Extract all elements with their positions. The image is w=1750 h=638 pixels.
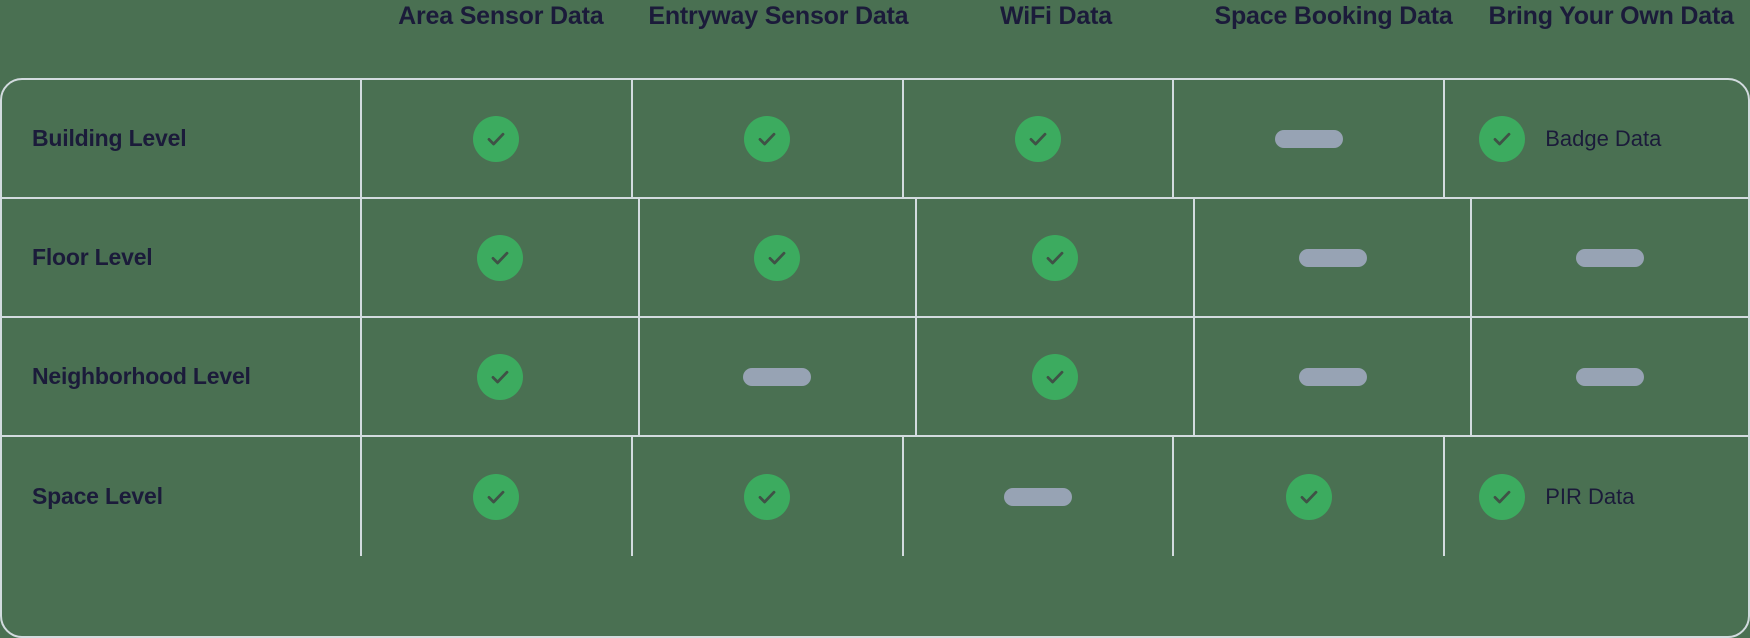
cell-floor-level-area-sensor-data	[362, 199, 640, 316]
cell-building-level-space-booking-data	[1174, 80, 1446, 197]
table-row: Space Level	[2, 437, 1748, 556]
check-circle-icon	[744, 115, 791, 162]
cell-floor-level-wifi-data	[917, 199, 1195, 316]
cell-space-level-entryway-sensor-data	[633, 437, 904, 556]
row-label-building-level: Building Level	[2, 80, 362, 197]
dash-pill-icon	[1576, 367, 1645, 386]
check-circle-icon	[476, 234, 523, 281]
row-label-neighborhood-level: Neighborhood Level	[2, 318, 362, 435]
cell-building-level-bring-your-own-data: Badge Data	[1445, 80, 1748, 197]
cell-building-level-area-sensor-data	[362, 80, 633, 197]
row-label-floor-level: Floor Level	[2, 199, 362, 316]
cell-space-level-bring-your-own-data: PIR Data	[1445, 437, 1748, 556]
check-circle-icon	[1479, 473, 1526, 520]
dash-pill-icon	[1298, 367, 1367, 386]
check-circle-icon	[1479, 115, 1526, 162]
check-circle-icon	[476, 353, 523, 400]
dash-pill-icon	[1274, 129, 1343, 148]
table-row: Building Level	[2, 80, 1748, 199]
table-row: Floor Level	[2, 199, 1748, 318]
check-circle-icon	[1014, 115, 1061, 162]
table-header-row: Area Sensor Data Entryway Sensor Data Wi…	[0, 0, 1750, 78]
cell-floor-level-entryway-sensor-data	[640, 199, 918, 316]
column-header-wifi-data: WiFi Data	[1000, 2, 1112, 30]
check-circle-icon	[754, 234, 801, 281]
table-row: Neighborhood Level	[2, 318, 1748, 437]
cell-neighborhood-level-space-booking-data	[1195, 318, 1473, 435]
check-circle-icon	[473, 473, 520, 520]
check-circle-icon	[473, 115, 520, 162]
table-body: Building Level	[0, 78, 1750, 638]
dash-pill-icon	[1576, 248, 1645, 267]
row-label-space-level: Space Level	[2, 437, 362, 556]
cell-note-pir-data: PIR Data	[1545, 483, 1635, 509]
check-circle-icon	[1031, 353, 1078, 400]
check-circle-icon	[744, 473, 791, 520]
cell-floor-level-space-booking-data	[1195, 199, 1473, 316]
cell-building-level-wifi-data	[904, 80, 1175, 197]
check-circle-icon	[1285, 473, 1332, 520]
cell-space-level-space-booking-data	[1174, 437, 1446, 556]
cell-space-level-wifi-data	[904, 437, 1175, 556]
column-header-area-sensor-data: Area Sensor Data	[398, 2, 604, 30]
dash-pill-icon	[1298, 248, 1367, 267]
cell-neighborhood-level-bring-your-own-data	[1472, 318, 1748, 435]
cell-space-level-area-sensor-data	[362, 437, 633, 556]
cell-building-level-entryway-sensor-data	[633, 80, 904, 197]
cell-neighborhood-level-entryway-sensor-data	[640, 318, 918, 435]
column-header-space-booking-data: Space Booking Data	[1214, 2, 1453, 30]
check-circle-icon	[1031, 234, 1078, 281]
column-header-entryway-sensor-data: Entryway Sensor Data	[648, 2, 909, 30]
dash-pill-icon	[743, 367, 812, 386]
cell-note-badge-data: Badge Data	[1545, 125, 1662, 151]
cell-floor-level-bring-your-own-data	[1472, 199, 1748, 316]
cell-neighborhood-level-wifi-data	[917, 318, 1195, 435]
dash-pill-icon	[1003, 487, 1072, 506]
column-header-bring-your-own-data: Bring Your Own Data	[1488, 2, 1734, 30]
cell-neighborhood-level-area-sensor-data	[362, 318, 640, 435]
